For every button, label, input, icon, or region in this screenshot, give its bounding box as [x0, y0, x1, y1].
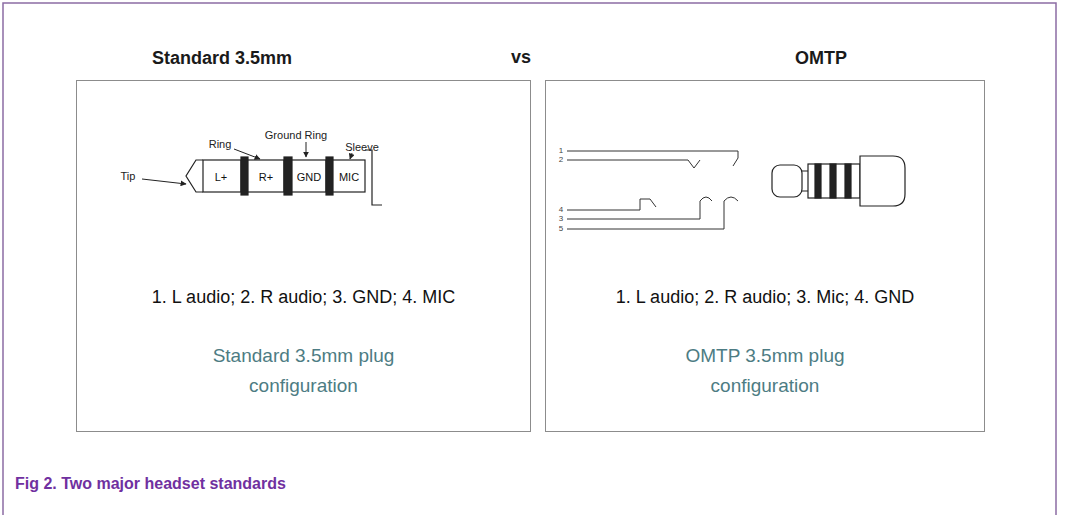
versus-label: vs [511, 48, 531, 68]
omtp-plug [815, 164, 821, 198]
signal-name: GND [297, 171, 321, 183]
signal-name: MIC [339, 171, 359, 183]
part-name: Ground Ring [265, 129, 327, 141]
jack-contacts [567, 199, 656, 210]
omtp-plug [808, 164, 860, 198]
figure-frame [3, 3, 1056, 515]
part-name: Sleeve [345, 141, 379, 153]
signal-name: R+ [259, 171, 273, 183]
jack-contacts [567, 151, 738, 229]
standard-plug [365, 150, 382, 205]
standard-plug [326, 157, 333, 195]
leader-line [234, 149, 260, 159]
config-caption: Standard 3.5mm plug configuration [184, 341, 424, 401]
standard-plug [241, 157, 248, 195]
omtp-plug [830, 164, 836, 198]
pin-number: 1 [559, 147, 563, 156]
standard-plug [333, 160, 365, 192]
signal-name: L+ [215, 171, 228, 183]
pin-number: 4 [559, 206, 563, 215]
standard-plug [292, 160, 326, 192]
config-caption: OMTP 3.5mm plug configuration [645, 341, 885, 401]
standard-plug [284, 157, 292, 195]
panel-heading: OMTP [795, 47, 847, 69]
leader-line [350, 153, 352, 159]
jack-contacts [567, 197, 712, 219]
pin-number: 5 [559, 225, 563, 234]
pin-number: 2 [559, 156, 563, 165]
leader-line [306, 142, 307, 157]
figure-frame [3, 3, 1056, 515]
figure-caption: Fig 2. Two major headset standards [15, 475, 286, 493]
omtp-plug [772, 156, 905, 206]
omtp-plug [772, 165, 802, 197]
standard-plug [186, 160, 203, 192]
standard-plug [248, 160, 284, 192]
part-name: Ring [209, 138, 232, 150]
leader-line [142, 179, 186, 184]
plug-panel: OMTP1. L audio; 2. R audio; 3. Mic; 4. G… [545, 80, 985, 432]
pin-number: 3 [559, 215, 563, 224]
jack-contacts [567, 160, 700, 168]
omtp-plug [845, 164, 851, 198]
pinout-text: 1. L audio; 2. R audio; 3. Mic; 4. GND [616, 286, 914, 308]
omtp-plug [860, 156, 905, 206]
standard-plug [203, 160, 241, 192]
jack-contacts [567, 151, 738, 166]
panel-heading: Standard 3.5mm [152, 47, 292, 69]
pinout-text: 1. L audio; 2. R audio; 3. GND; 4. MIC [152, 286, 455, 308]
part-name: Tip [121, 170, 136, 182]
omtp-plug [802, 171, 808, 191]
leader-line [142, 142, 352, 184]
standard-plug [186, 150, 382, 205]
jack-contacts [567, 197, 738, 229]
